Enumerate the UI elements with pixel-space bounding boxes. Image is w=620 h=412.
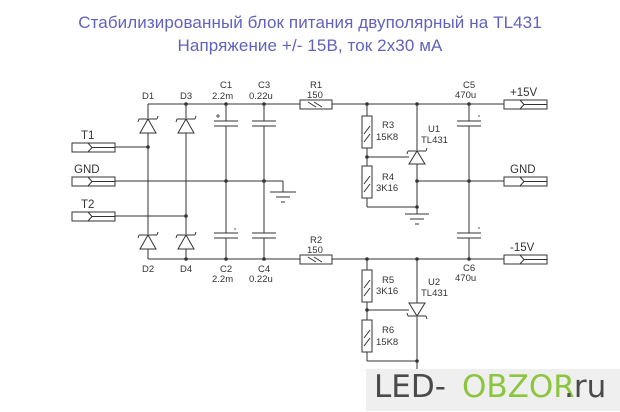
value-r1: 150 [307,90,323,101]
diode-d1 [137,115,159,134]
label-u1: U1 [428,124,440,135]
value-u2: TL431 [421,288,448,299]
label-gnd-out: GND [510,164,536,176]
watermark-obzor: OBZOR [462,369,575,405]
resistor-r1 [299,99,333,110]
connector-plus15v [503,99,548,110]
resistor-r2 [299,254,333,265]
label-d3: D3 [180,91,192,102]
label-r6: R6 [382,325,394,336]
resistor-r6 [361,319,373,353]
label-c3: C3 [258,80,270,91]
diagram-subtitle: Напряжение +/- 15В, ток 2х30 мА [177,36,443,55]
connector-t1 [71,142,116,153]
watermark-ru: .ru [564,369,607,405]
label-c6: C6 [463,263,475,274]
value-r6: 15K8 [376,337,398,348]
label-gnd-in: GND [74,164,100,176]
label-c5: C5 [463,80,475,91]
label-t1: T1 [81,130,94,142]
label-plus15v: +15V [510,87,538,99]
value-c6: 470u [455,273,476,284]
label-c2: C2 [220,264,232,275]
label-c4: C4 [258,264,270,275]
value-r4: 3K16 [376,183,398,194]
connector-gnd-out [503,176,548,187]
label-r4: R4 [382,172,394,183]
watermark-led: LED- [374,369,446,405]
label-minus15v: -15V [510,242,535,254]
value-r2: 150 [307,245,323,256]
watermark: LED- OBZOR .ru [366,369,620,411]
value-u1: TL431 [421,135,448,146]
label-r2: R2 [310,235,322,246]
value-c4: 0.22u [249,274,273,285]
connector-gnd-in [71,176,116,187]
label-d1: D1 [142,91,154,102]
connector-t2 [71,211,116,222]
value-c1: 2.2m [212,91,233,102]
resistor-r5 [361,269,373,303]
label-u2: U2 [428,277,440,288]
label-r5: R5 [382,275,394,286]
diode-d2 [137,231,159,250]
label-r3: R3 [382,120,394,131]
value-r5: 3K16 [376,286,398,297]
resistor-r3 [361,115,373,149]
diagram-title: Стабилизированный блок питания двуполярн… [78,13,542,32]
label-r1: R1 [310,80,322,91]
label-d2: D2 [142,264,154,275]
regulator-u1 [406,147,428,165]
value-r3: 15K8 [376,132,398,143]
label-t2: T2 [81,199,94,211]
regulator-u2 [406,302,428,320]
value-c2: 2.2m [212,274,233,285]
value-c5: 470u [455,90,476,101]
resistor-r4 [361,165,373,199]
label-c1: C1 [220,80,232,91]
diode-d3 [175,115,197,134]
label-d4: D4 [180,264,192,275]
diode-d4 [175,231,197,250]
value-c3: 0.22u [249,91,273,102]
connector-minus15v [503,254,548,265]
